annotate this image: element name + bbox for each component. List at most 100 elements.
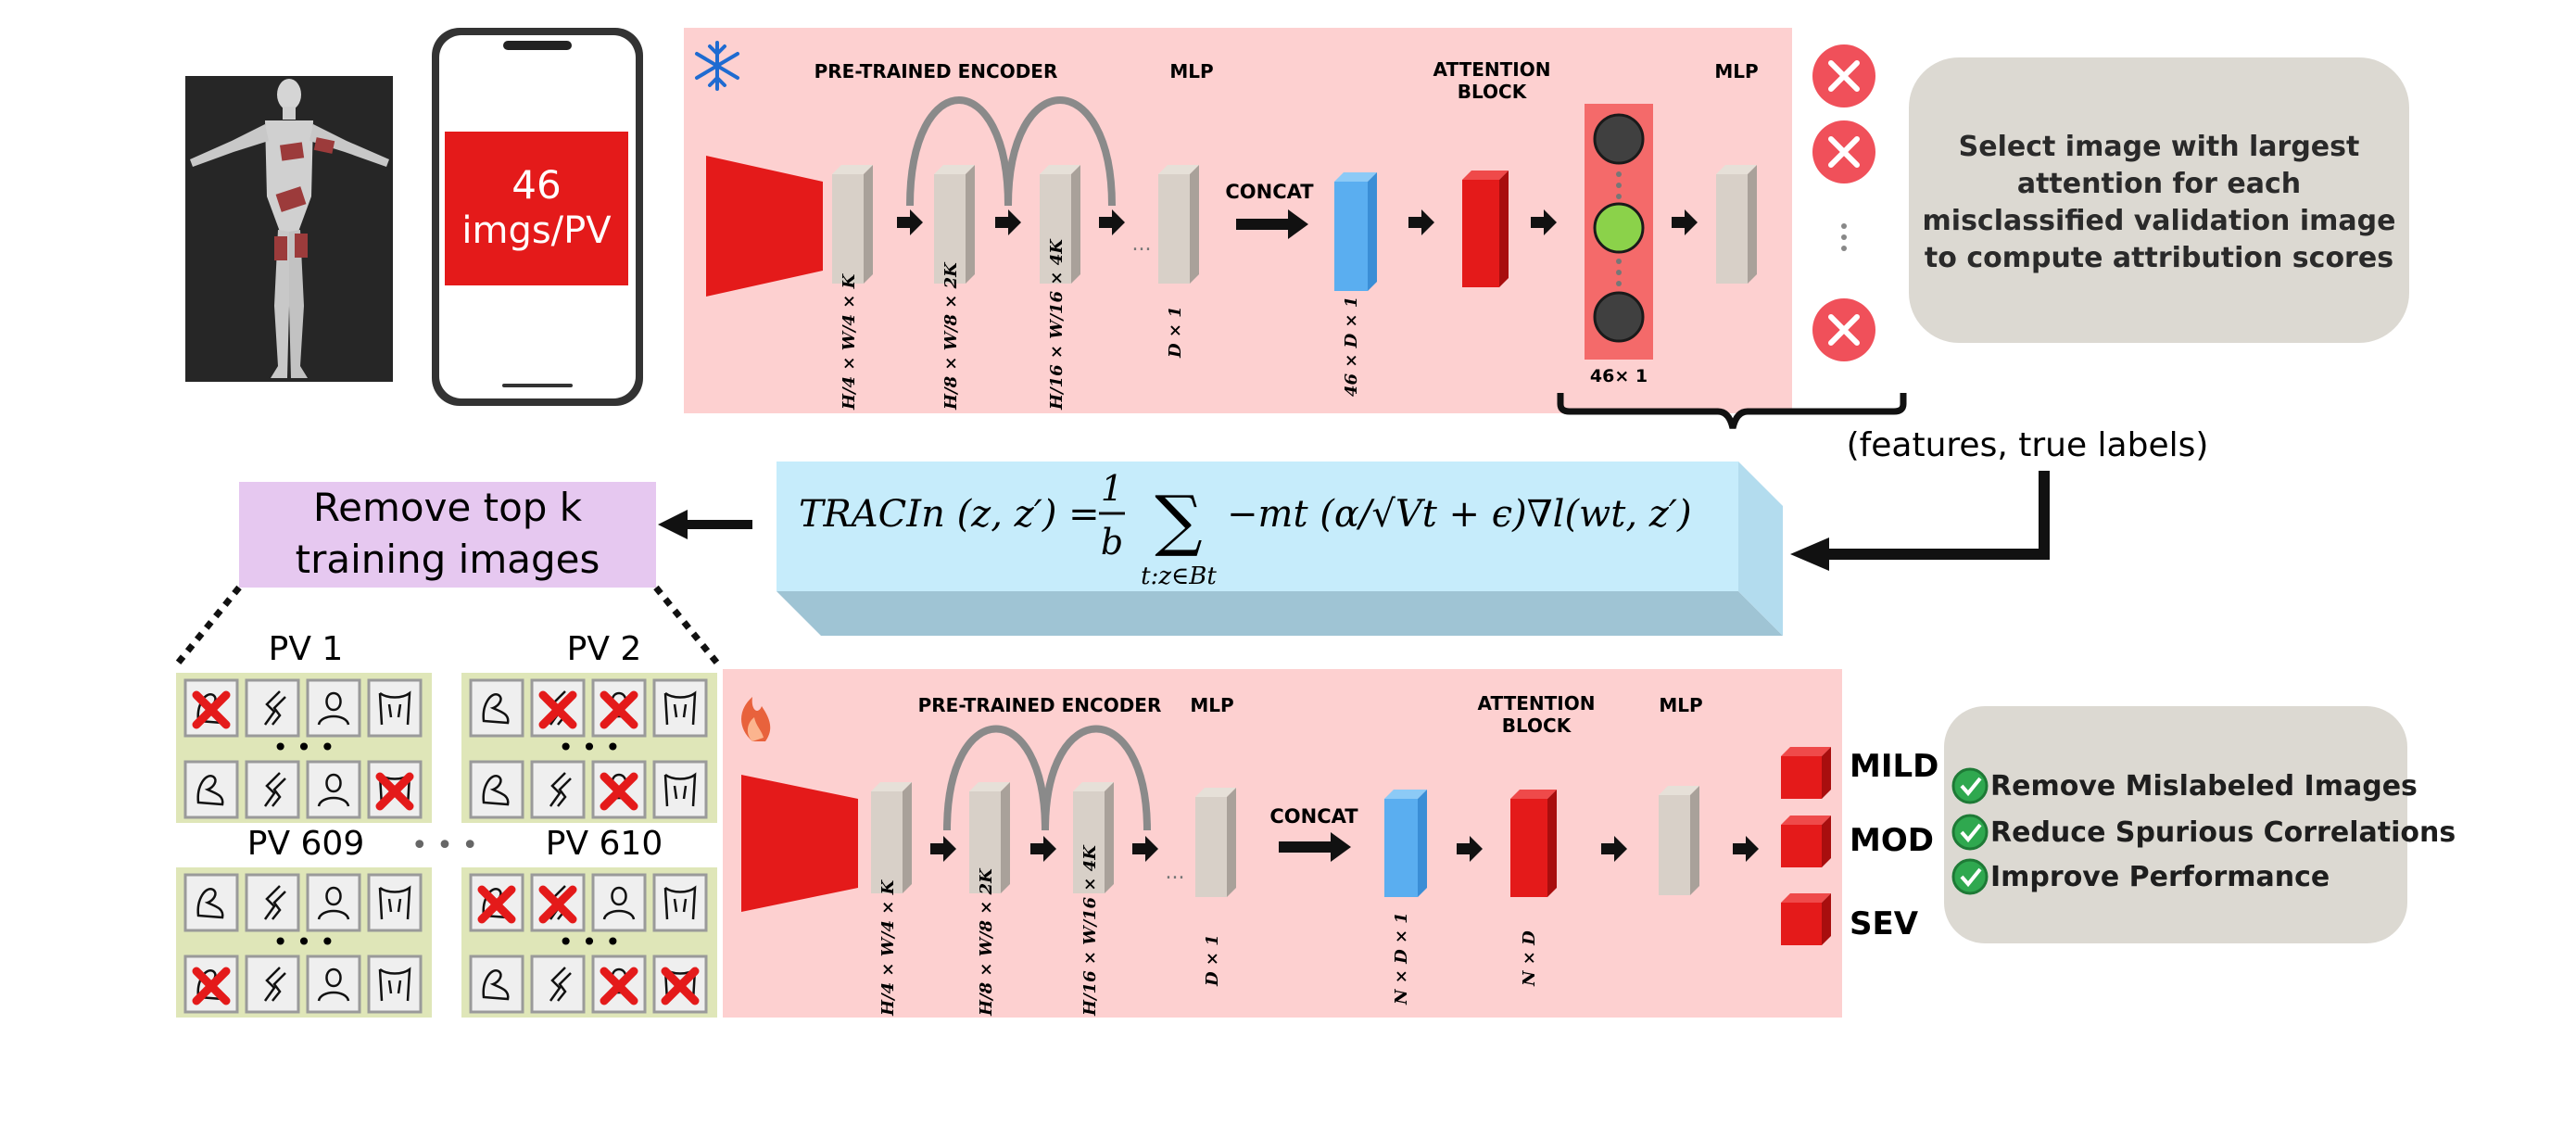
remove-topk-box: Remove top k training images	[239, 482, 656, 588]
bottom-concat-arrow	[1279, 832, 1351, 862]
bottom-arrow-3	[1132, 836, 1158, 862]
benefit-3: Improve Performance	[1990, 861, 2330, 893]
red-x-icon	[477, 885, 516, 924]
output-cube	[1781, 747, 1831, 799]
output-label-sev: SEV	[1850, 905, 1919, 942]
bottom-attention-block	[1510, 790, 1557, 897]
formula-frac-den: b	[1101, 522, 1123, 563]
pv-groups: PV 1• • •PV 2• • •PV 609• • •PV 610• • •	[176, 630, 717, 1018]
phone-count: 46	[511, 162, 561, 208]
tracin-formula-box: TRACIn (z, z′) = 1 b ∑ t:z∈Bt −mt (α/√Vt…	[777, 462, 1783, 636]
training-image-tile	[306, 873, 361, 932]
training-image-tile	[530, 955, 586, 1014]
pv-row-ellipsis: • • •	[272, 732, 335, 763]
top-skip-arc-1	[906, 96, 1012, 207]
features-label: (features, true labels)	[1847, 426, 2209, 464]
bottom-mlp1-label: MLP	[1190, 694, 1233, 716]
training-image-tile	[469, 760, 524, 819]
training-image-tile	[530, 873, 586, 932]
red-x-icon	[192, 690, 231, 729]
bottom-feature-block-3	[1073, 782, 1114, 893]
bottom-attention-label-2: BLOCK	[1502, 714, 1572, 737]
bottom-encoder-label: PRE-TRAINED ENCODER	[918, 694, 1162, 716]
top-network-panel: PRE-TRAINED ENCODER MLP ATTENTION BLOCK …	[684, 28, 1792, 413]
pv-row-ellipsis: • • •	[272, 927, 335, 957]
output-cube	[1781, 893, 1831, 945]
training-image-tile	[245, 873, 300, 932]
red-x-icon	[600, 772, 638, 811]
output-label-mild: MILD	[1850, 748, 1938, 785]
training-image-tile	[367, 678, 423, 738]
phone-mockup: 46 imgs/PV	[432, 28, 643, 406]
bottom-skip-arc-1	[943, 725, 1049, 831]
formula-sigma: ∑	[1155, 481, 1202, 559]
training-image-tile	[652, 873, 708, 932]
formula-lhs: TRACIn (z, z′) =	[799, 493, 1100, 536]
bottom-skip-arc-2	[1042, 725, 1151, 831]
bottom-blue-block	[1384, 790, 1427, 897]
red-x-icon	[538, 690, 577, 729]
bottom-network-panel: PRE-TRAINED ENCODER MLP ATTENTION BLOCK …	[723, 669, 1842, 1018]
bottom-arrow-2	[1030, 836, 1056, 862]
training-image-tile	[183, 760, 239, 819]
formula-rhs: −mt (α/√Vt + ϵ)∇l(wt, z′)	[1227, 493, 1692, 536]
bottom-concat-label: CONCAT	[1269, 805, 1358, 828]
bottom-arrow-5	[1601, 836, 1627, 862]
top-arrow-5	[1531, 209, 1557, 235]
formula-sub: t:z∈Bt	[1141, 563, 1217, 590]
training-image-tile	[652, 760, 708, 819]
training-image-tile	[469, 873, 524, 932]
output-classes: MILD MOD SEV	[1781, 747, 1938, 945]
training-image-tile	[469, 678, 524, 738]
bottom-dim-1: H/4 × W/4 × K	[878, 879, 898, 1017]
pv-label: PV 609	[247, 825, 365, 863]
bottom-arrow-1	[930, 836, 956, 862]
pv-label: PV 1	[269, 630, 344, 668]
top-arrow-6	[1672, 209, 1698, 235]
pv-group: PV 609 • • •	[176, 825, 432, 1018]
pv-group: PV 2• • •	[461, 630, 717, 823]
attention-node-column	[1585, 104, 1653, 360]
top-arrow-1	[897, 209, 923, 235]
training-image-tile	[591, 955, 647, 1014]
top-dim-5: 46 × D × 1	[1342, 297, 1361, 397]
pv-group: PV 1 • • •	[176, 630, 432, 823]
training-image-tile	[530, 760, 586, 819]
training-image-tile	[367, 760, 423, 819]
top-dim-4: D × 1	[1166, 306, 1185, 359]
bottom-input-trapezoid	[741, 775, 858, 912]
benefit-2: Reduce Spurious Correlations	[1990, 816, 2456, 849]
bottom-arrow-6	[1733, 836, 1759, 862]
zoom-line-right	[653, 585, 722, 668]
pv-row-ellipsis: • • •	[558, 927, 620, 957]
bottom-dim-3: H/16 × W/16 × 4K	[1080, 844, 1100, 1017]
bottom-dim-2: H/8 × W/8 × 2K	[977, 867, 996, 1017]
top-concat-arrow	[1236, 209, 1308, 239]
top-attention-dim: 46× 1	[1590, 366, 1648, 386]
formula-frac-num: 1	[1101, 468, 1123, 509]
top-attention-block	[1462, 171, 1509, 287]
training-image-tile	[530, 678, 586, 738]
remove-line-1: Remove top k	[313, 485, 583, 530]
top-input-trapezoid	[706, 156, 823, 297]
top-arrow-2	[995, 209, 1021, 235]
bottom-arrow-4	[1457, 836, 1483, 862]
bottom-ellipsis: ...	[1166, 861, 1185, 884]
top-mlp2-label: MLP	[1714, 60, 1758, 82]
features-arrowhead	[1790, 537, 1829, 571]
snowflake-icon	[695, 41, 739, 91]
training-image-tile	[183, 873, 239, 932]
training-image-tile	[367, 955, 423, 1014]
training-image-tile	[591, 760, 647, 819]
red-x-icon	[600, 967, 638, 1005]
top-skip-arc-2	[1004, 96, 1116, 207]
pv-label: PV 2	[567, 630, 642, 668]
top-blue-block	[1334, 172, 1377, 291]
check-badge-icon	[1951, 767, 1989, 804]
top-encoder-label: PRE-TRAINED ENCODER	[814, 60, 1058, 82]
bottom-attention-label-1: ATTENTION	[1478, 692, 1596, 714]
top-feature-block-1	[832, 165, 873, 284]
red-x-icon	[375, 772, 414, 811]
phone-unit: imgs/PV	[461, 209, 612, 252]
